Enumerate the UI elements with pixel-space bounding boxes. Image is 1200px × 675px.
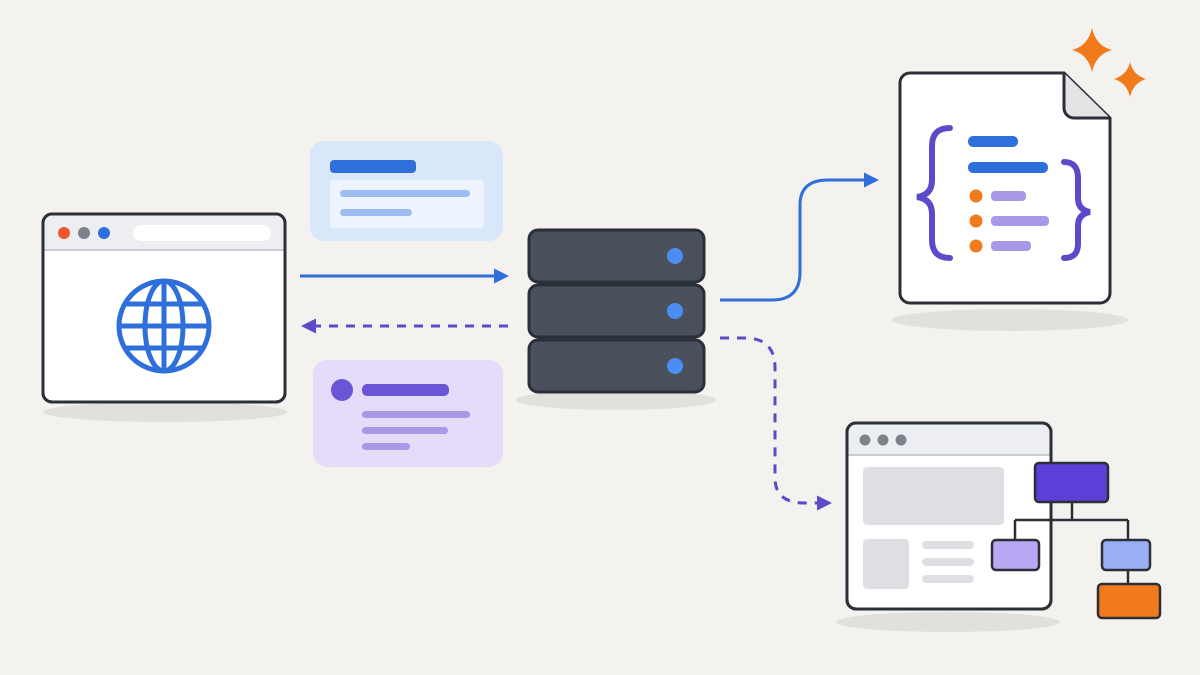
response-card [313, 360, 503, 467]
client-browser-window [41, 212, 287, 404]
right-brace-icon [1061, 159, 1091, 261]
page-output-arrow [720, 336, 832, 511]
dom-tree-icon [990, 461, 1162, 620]
rendered-page-window [845, 421, 1053, 611]
server-stack-icon [527, 228, 706, 394]
maximize-dot-icon [98, 227, 110, 239]
minimize-dot-icon [78, 227, 90, 239]
address-bar [133, 225, 271, 241]
avatar-dot-icon [331, 379, 353, 401]
json-output-arrow [720, 172, 879, 302]
sparkle-icon [1072, 28, 1146, 97]
shadows [43, 309, 1128, 632]
request-card [310, 141, 503, 241]
left-brace-icon [916, 125, 953, 261]
json-document-icon [898, 71, 1112, 305]
close-dot-icon [58, 227, 70, 239]
globe-icon [116, 278, 212, 374]
